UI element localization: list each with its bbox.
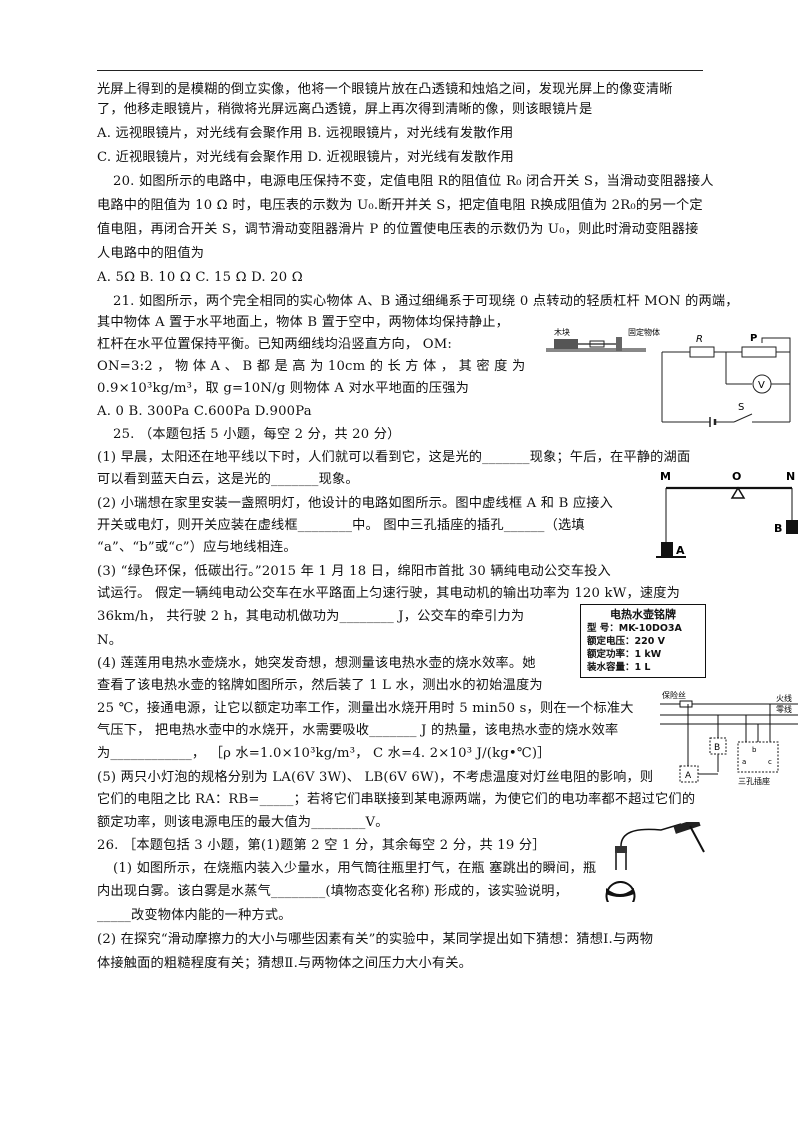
object-a — [661, 542, 673, 556]
text-line: 内出现白雾。该白雾是水蒸气________(填物态变化名称) 形成的，该实验说明… — [97, 884, 569, 899]
text-line: ON=3:2 ， 物 体 A 、 B 都 是 高 为 10cm 的 长 方 体 … — [97, 359, 526, 374]
text-line: 为____________， ［ρ 水=1.0×10³kg/m³， C 水=4.… — [97, 746, 551, 761]
text-line: 杠杆在水平位置保持平衡。已知两细线均沿竖直方向， OM: — [97, 337, 453, 352]
fulcrum — [730, 486, 746, 499]
text-line: 可以看到蓝天白云，这是光的_______现象。 — [97, 472, 359, 487]
text-line: 电路中的阻值为 10 Ω 时，电压表的示数为 U₀.断开并关 S，把定值电阻 R… — [97, 198, 703, 213]
lever-diagram: M O N A B — [656, 470, 798, 558]
s-label: S — [738, 402, 744, 413]
box-a-label: A — [685, 771, 692, 781]
text-line: 0.9×10³kg/m³，取 g=10N/g 则物体 A 对水平地面的压强为 — [97, 381, 469, 396]
text-line: C. 近视眼镜片，对光线有会聚作用 D. 近视眼镜片，对光线有发散作用 — [97, 150, 514, 165]
text-line: 人电路中的阻值为 — [97, 246, 205, 261]
kettle-nameplate: 电热水壶铭牌 型 号：MK-10DO3A 额定电压：220 V 额定功率：1 k… — [580, 604, 706, 678]
socket-hole-b: b — [752, 746, 757, 754]
box-b-label: B — [714, 743, 720, 753]
flask-body — [605, 881, 636, 902]
v-label: V — [758, 380, 765, 391]
text-line: (2) 在探究“滑动摩擦力的大小与哪些因素有关”的实验中，某同学提出如下猜想：猜… — [97, 932, 654, 947]
text-line: (1) 如图所示，在烧瓶内装入少量水，用气筒往瓶里打气，在瓶 塞跳出的瞬间，瓶 — [113, 861, 597, 876]
r-label: R — [696, 334, 703, 345]
spring-scale — [589, 340, 605, 348]
text-line: 试运行。 假定一辆纯电动公交车在水平路面上匀速行驶，其电动机的输出功率为 120… — [97, 586, 681, 601]
household-circuit: 保险丝 火线 零线 B A b a c 三孔插座 — [660, 690, 798, 786]
pump — [673, 822, 701, 834]
text-line: (4) 莲莲用电热水壶烧水，她突发奇想，想测量该电热水壶的烧水效率。她 — [97, 656, 536, 671]
fixed-label: 固定物体 — [628, 327, 660, 337]
fuse — [679, 700, 693, 708]
n-label: N — [786, 470, 795, 483]
board — [546, 348, 646, 352]
socket-box — [737, 741, 779, 773]
text-line: “a”、“b”或“c”）应与地线相连。 — [97, 540, 297, 555]
text-line: (5) 两只小灯泡的规格分别为 LA(6V 3W)、 LB(6V 6W)，不考虑… — [97, 770, 654, 785]
neutral-label: 零线 — [776, 704, 792, 714]
text-line: 25 ℃，接通电源，让它以额定功率工作，测量出水烧开用时 5 min50 s，则… — [97, 701, 634, 716]
flask-figure — [605, 822, 705, 902]
text-line: _____改变物体内能的一种方式。 — [97, 908, 292, 923]
text-line: 25. （本题包括 5 小题，每空 2 分，共 20 分） — [113, 427, 401, 442]
tube — [620, 823, 682, 847]
resistor-r — [689, 346, 715, 358]
block-label: 木块 — [554, 327, 570, 337]
fixed-object — [616, 337, 622, 351]
p-label: P — [750, 333, 757, 344]
text-line: 它们的电阻之比 RA：RB=_____；若将它们串联接到某电源两端，为使它们的电… — [97, 792, 696, 807]
socket-label: 三孔插座 — [738, 776, 770, 786]
block-shape — [554, 339, 578, 349]
text-line: (2) 小瑞想在家里安装一盏照明灯，他设计的电路如图所示。图中虚线框 A 和 B… — [97, 496, 614, 511]
m-label: M — [660, 470, 671, 483]
text-line: 26. ［本题包括 3 小题，第(1)题第 2 空 1 分，其余每空 2 分，共… — [97, 838, 546, 853]
nameplate-row: 额定功率：1 kW — [587, 649, 662, 660]
text-line: 体接触面的粗糙程度有关；猜想Ⅱ.与两物体之间压力大小有关。 — [97, 956, 473, 971]
socket-hole-c: c — [768, 758, 772, 766]
text-line: 气压下， 把电热水壶中的水烧开，水需要吸收_______ J 的热量，该电热水壶… — [97, 723, 619, 738]
b-label: B — [774, 522, 782, 535]
nameplate-row: 额定电压：220 V — [587, 636, 665, 647]
nameplate-row: 装水容量：1 L — [587, 662, 651, 673]
o-label: O — [732, 470, 741, 483]
text-line: (1) 早晨，太阳还在地平线以下时，人们就可以看到它，这是光的_______现象… — [97, 450, 691, 465]
text-line: 其中物体 A 置于水平地面上，物体 B 置于空中，两物体均保持静止， — [97, 315, 510, 330]
rheostat — [741, 346, 777, 358]
nameplate-title: 电热水壶铭牌 — [610, 608, 676, 621]
text-line: A. 5Ω B. 10 Ω C. 15 Ω D. 20 Ω — [97, 270, 303, 285]
text-line: 额定功率，则该电源电压的最大值为________V。 — [97, 815, 389, 830]
text-line: 光屏上得到的是模糊的倒立实像，他将一个眼镜片放在凸透镜和烛焰之间，发现光屏上的像… — [97, 82, 673, 97]
circuit-diagram: 木块 固定物体 R P S V — [546, 327, 791, 427]
nameplate-row: 型 号：MK-10DO3A — [587, 623, 682, 634]
socket-hole-a: a — [742, 758, 746, 766]
text-line: 了，他移走眼镜片，稍微将光屏远离凸透镜，屏上再次得到清晰的像，则该眼镜片是 — [97, 102, 593, 117]
fuse-label: 保险丝 — [662, 690, 686, 700]
text-line: N。 — [97, 633, 123, 648]
text-line: 36km/h， 共行驶 2 h，其电动机做功为________ J，公交车的牵引… — [97, 609, 525, 624]
text-line: 20. 如图所示的电路中，电源电压保持不变，定值电阻 R的阻值位 R₀ 闭合开关… — [113, 174, 714, 189]
text-line: 21. 如图所示，两个完全相同的实心物体 A、B 通过细绳系于可现绕 0 点转动… — [113, 294, 739, 309]
header-rule — [97, 70, 703, 71]
a-label: A — [676, 544, 685, 557]
text-line: A. 0 B. 300Pa C.600Pa D.900Pa — [97, 404, 312, 419]
text-line: 开关或电灯，则开关应装在虚线框________中。 图中三孔插座的插孔_____… — [97, 518, 585, 533]
text-line: 值电阻，再闭合开关 S，调节滑动变阻器滑片 P 的位置使电压表的示数仍为 U₀，… — [97, 222, 699, 237]
stopper — [615, 846, 627, 853]
live-label: 火线 — [776, 693, 792, 703]
object-b — [786, 520, 798, 534]
text-line: A. 远视眼镜片，对光线有会聚作用 B. 远视眼镜片，对光线有发散作用 — [97, 126, 514, 141]
text-line: 查看了该电热水壶的铭牌如图所示，然后装了 1 L 水，测出水的初始温度为 — [97, 678, 543, 693]
text-line: (3) “绿色环保，低碳出行。”2015 年 1 月 18 日，绵阳市首批 30… — [97, 564, 611, 579]
water — [606, 888, 634, 897]
switch-s — [733, 413, 753, 423]
